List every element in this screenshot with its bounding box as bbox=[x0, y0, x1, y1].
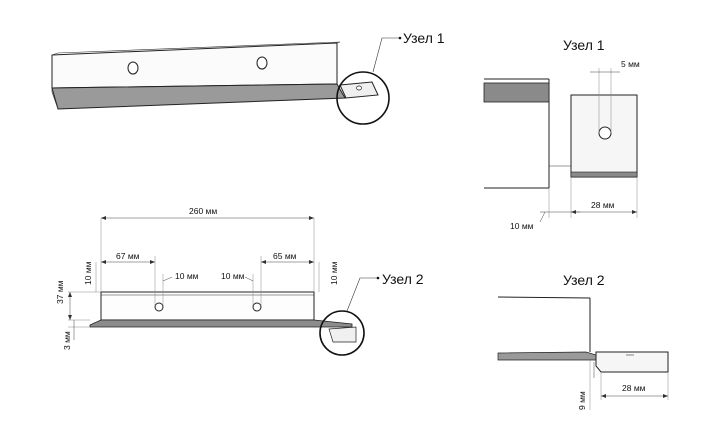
dim-hole-dia-right: 10 мм bbox=[221, 271, 245, 281]
dim-node1-hole: 5 мм bbox=[621, 59, 640, 69]
iso-hole-right bbox=[256, 56, 268, 70]
iso-flange bbox=[51, 83, 346, 110]
front-flange bbox=[89, 319, 353, 328]
iso-wall bbox=[51, 42, 338, 89]
iso-hole-left bbox=[127, 61, 139, 75]
dim-node1-tab: 28 мм bbox=[591, 200, 615, 210]
node2-tab bbox=[595, 351, 669, 373]
dim-thickness: 3 мм bbox=[62, 331, 72, 350]
node1-dark-strip bbox=[483, 82, 550, 103]
node1-hole bbox=[598, 126, 612, 140]
dim-right-edge-gap: 10 мм bbox=[329, 261, 339, 285]
dim-node2-depth: 9 мм bbox=[577, 391, 587, 410]
isometric-view: Узел 1 bbox=[51, 30, 445, 125]
node1-callout-label: Узел 1 bbox=[403, 30, 445, 46]
node1-magnify-circle bbox=[336, 71, 390, 125]
front-view: 260 мм 67 мм 65 мм 10 мм 10 мм 10 мм 10 … bbox=[55, 206, 424, 356]
dim-node2-tab: 28 мм bbox=[622, 383, 646, 393]
front-hole-right bbox=[252, 302, 262, 312]
dim-height: 37 мм bbox=[55, 280, 65, 304]
node2-callout-label: Узел 2 bbox=[382, 271, 424, 287]
front-hole-left bbox=[154, 302, 164, 312]
node2-detail-title: Узел 2 bbox=[563, 272, 605, 288]
dim-hole-dia-left: 10 мм bbox=[175, 271, 199, 281]
node1-detail-title: Узел 1 bbox=[563, 37, 605, 53]
node2-magnify-circle bbox=[319, 310, 365, 356]
dim-left-hole-offset: 67 мм bbox=[116, 251, 140, 261]
dim-overall-length: 260 мм bbox=[189, 206, 217, 216]
dim-node1-gap: 10 мм bbox=[510, 221, 534, 231]
dim-left-edge-gap: 10 мм bbox=[83, 261, 93, 285]
detail-node2: Узел 2 9 мм 28 мм bbox=[497, 272, 669, 410]
node2-flange bbox=[497, 351, 597, 361]
detail-node1: Узел 1 5 мм 10 мм 28 мм bbox=[483, 37, 640, 231]
dim-right-hole-offset: 65 мм bbox=[273, 251, 297, 261]
front-body bbox=[100, 291, 315, 321]
